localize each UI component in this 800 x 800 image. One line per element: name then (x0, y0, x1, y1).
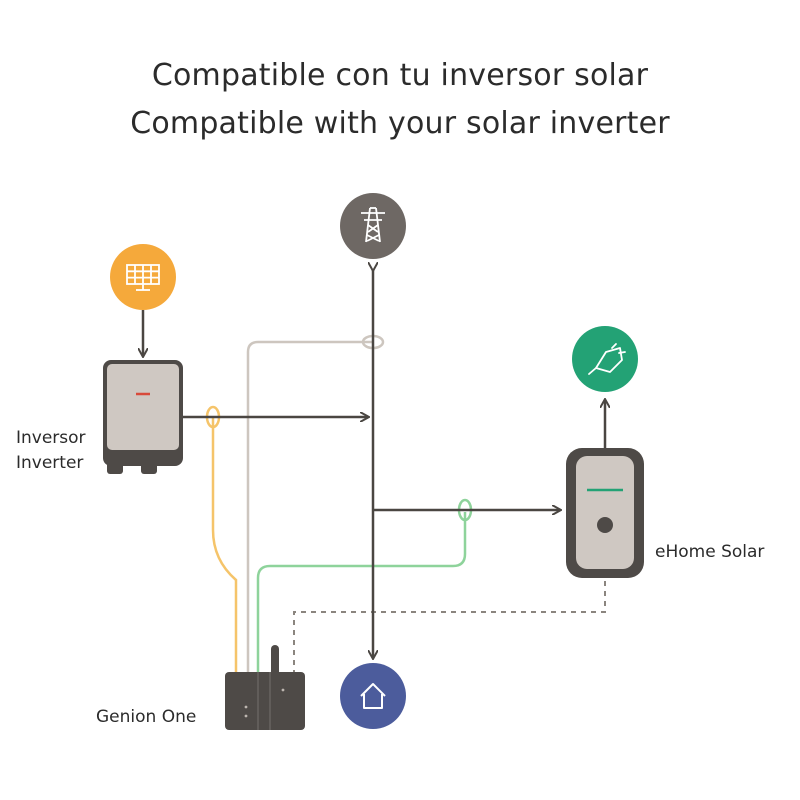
solar-node (110, 244, 176, 310)
charger-label: eHome Solar (655, 542, 765, 562)
ev-node (572, 326, 638, 392)
title-line-es: Compatible con tu inversor solar (151, 58, 649, 93)
dashed-comm-line (293, 578, 606, 675)
power-tower-icon (361, 207, 385, 243)
home-icon (360, 683, 386, 709)
home-node (340, 663, 406, 729)
inverter-label: Inversor Inverter (16, 426, 86, 476)
green-sense-line (256, 512, 467, 675)
beige-sense-line (246, 340, 372, 675)
inverter-label-en: Inverter (16, 453, 84, 473)
charger-device (566, 448, 644, 578)
solar-panel-icon (126, 264, 160, 291)
grid-node (340, 193, 406, 259)
genion-device (225, 645, 305, 730)
genion-label: Genion One (96, 707, 197, 727)
inverter-device (103, 360, 183, 474)
yellow-sense-line (211, 418, 238, 675)
title-line-en: Compatible with your solar inverter (130, 106, 670, 141)
inverter-label-es: Inversor (16, 428, 86, 448)
charger-socket (597, 517, 613, 533)
ev-plug-icon (588, 343, 626, 375)
